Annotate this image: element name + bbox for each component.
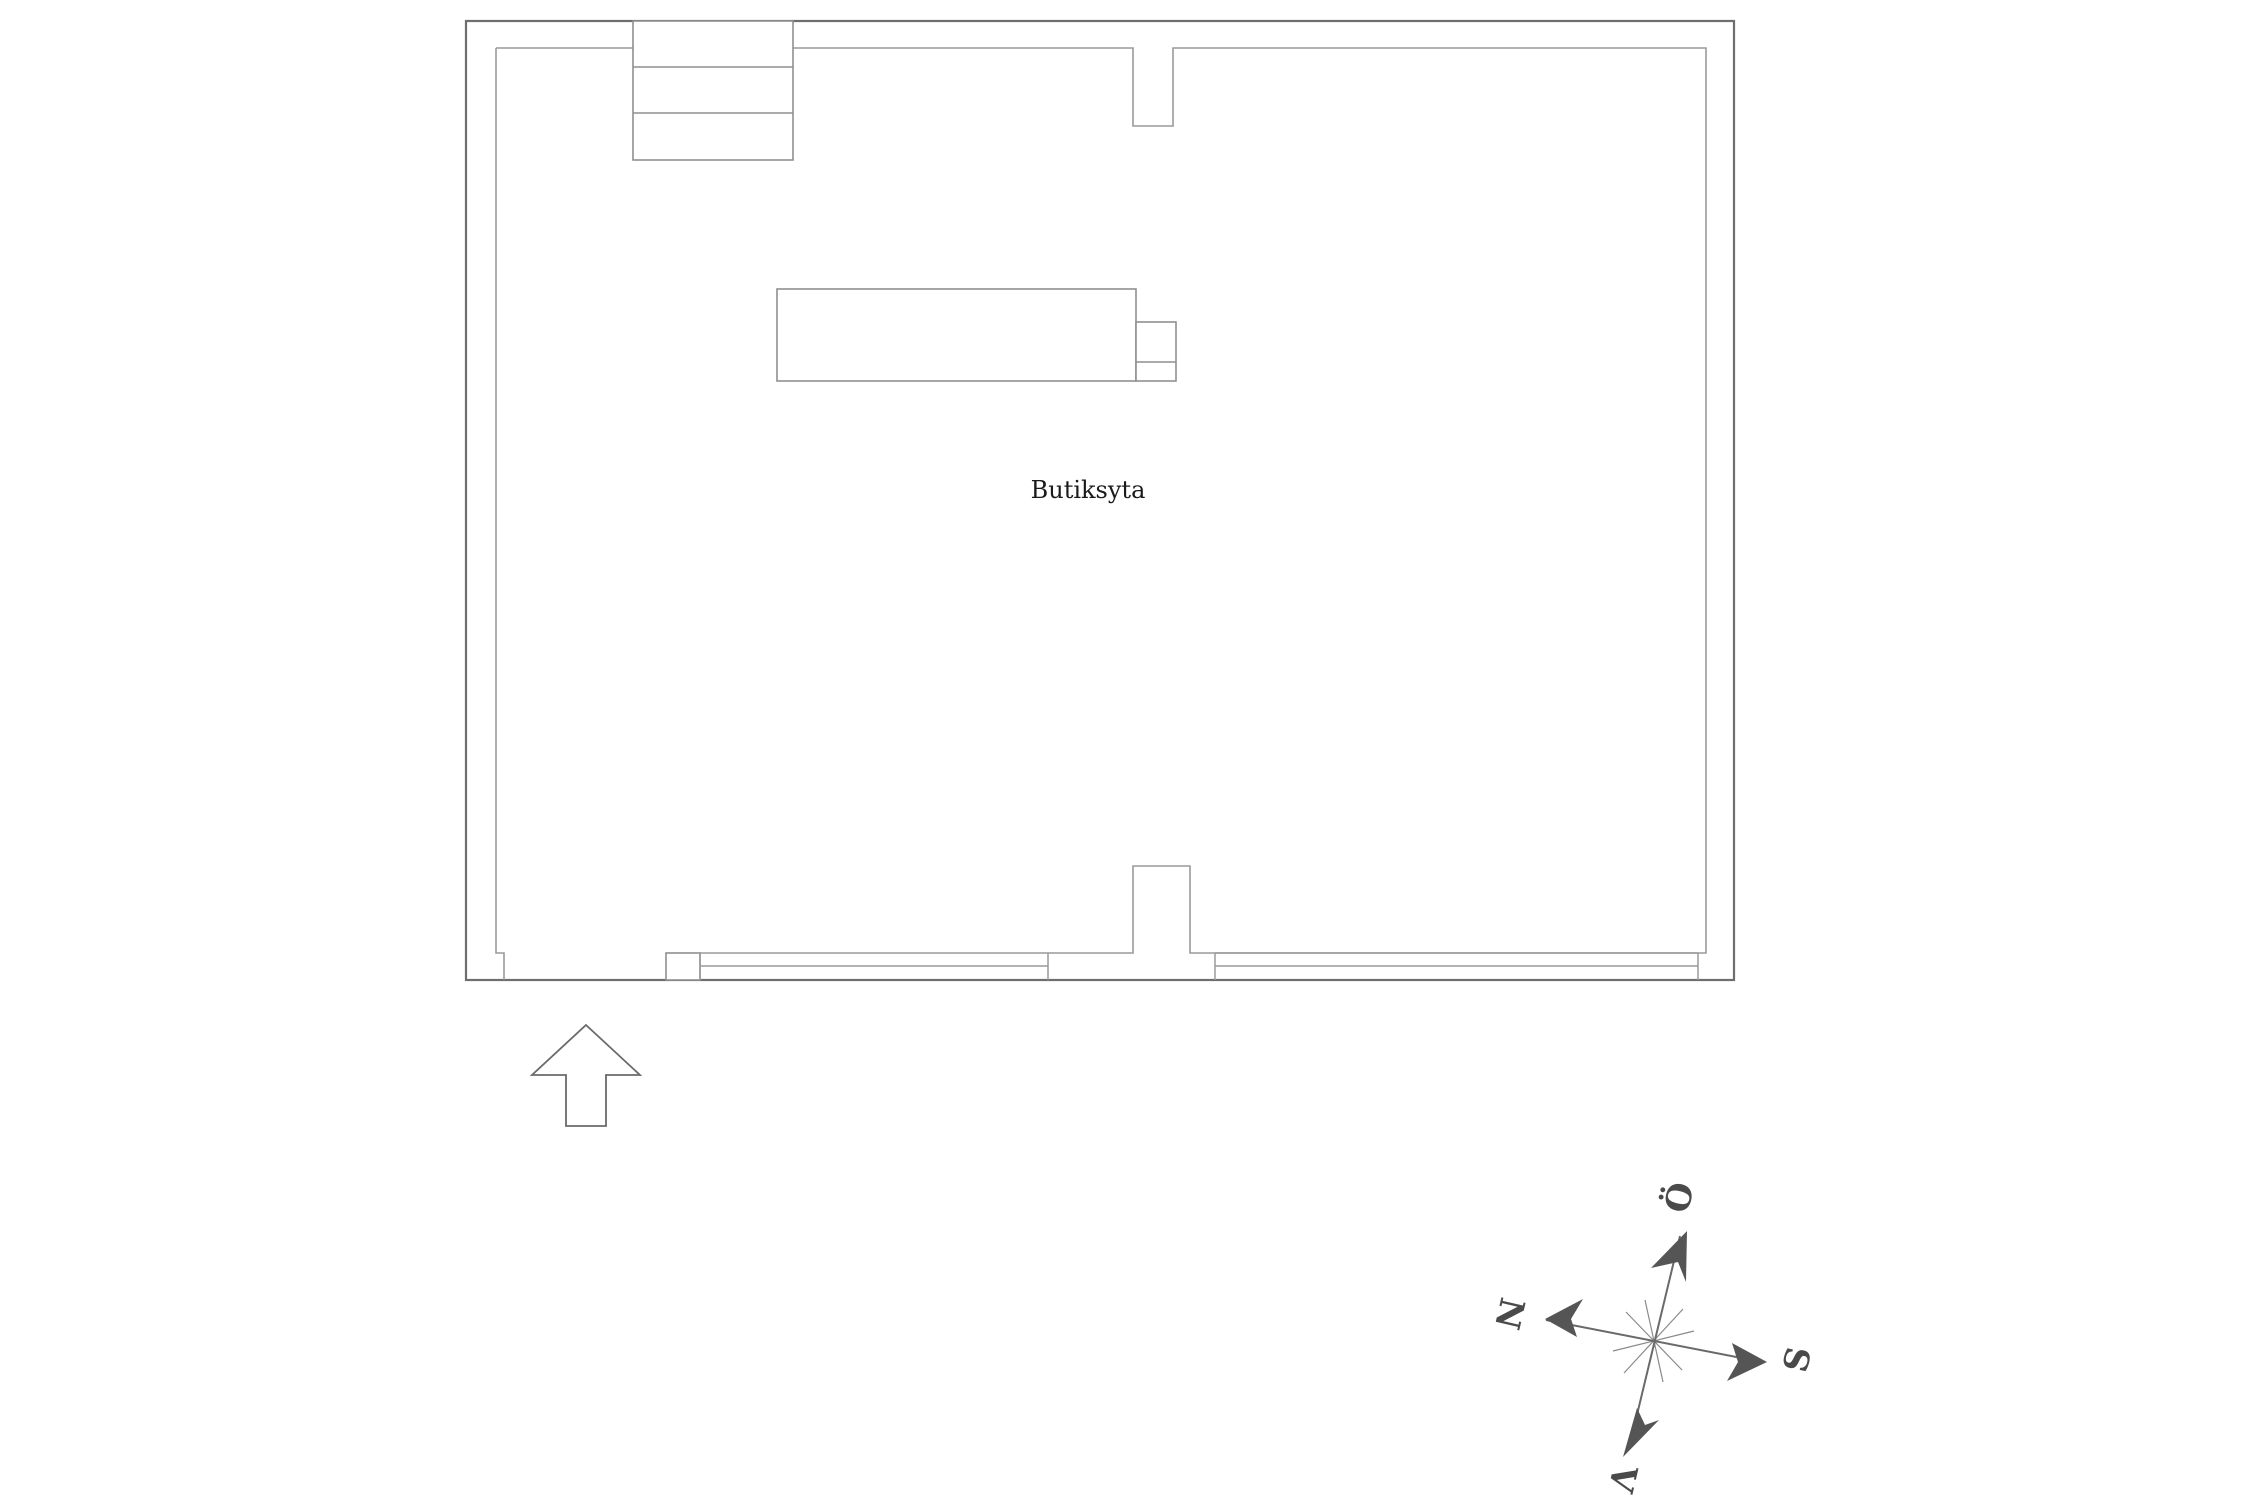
compass-rose: Ö N S V bbox=[1486, 1178, 1820, 1496]
outer-wall bbox=[464, 19, 1736, 982]
stair-unit bbox=[632, 20, 794, 161]
compass-west-label: V bbox=[1599, 1460, 1644, 1496]
compass-south-label: S bbox=[1776, 1343, 1821, 1376]
room-label-butiksyta: Butiksyta bbox=[1031, 476, 1146, 504]
compass-south-arrowhead bbox=[1727, 1343, 1767, 1381]
compass-west-arrowhead bbox=[1623, 1408, 1659, 1457]
entrance-arrow-icon bbox=[529, 1023, 643, 1127]
inner-wall-left bbox=[495, 48, 505, 980]
window-bottom-left bbox=[699, 952, 1049, 980]
door-jamb bbox=[665, 952, 701, 981]
window-bottom-right bbox=[1214, 952, 1699, 980]
compass-north-label: N bbox=[1486, 1294, 1532, 1333]
compass-east-arrowhead bbox=[1651, 1231, 1687, 1282]
compass-east-label: Ö bbox=[1656, 1178, 1703, 1216]
counter bbox=[776, 288, 1177, 382]
inner-wall bbox=[496, 47, 1707, 954]
compass-north-arrowhead bbox=[1545, 1299, 1583, 1337]
